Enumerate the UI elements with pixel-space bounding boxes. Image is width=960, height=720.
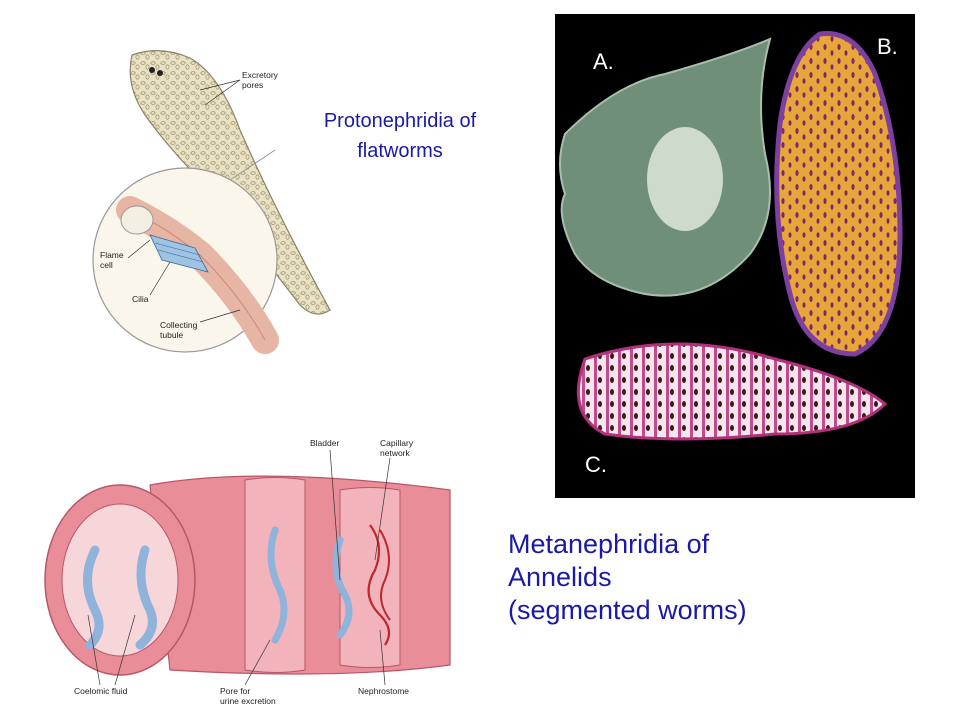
worm-segment <box>339 487 401 668</box>
flatworm-eyespot <box>157 70 163 76</box>
flame-cell-nucleus <box>120 205 154 235</box>
bladder-label: Bladder <box>310 438 339 448</box>
metanephridia-caption-line-2: Annelids <box>508 562 612 592</box>
collecting-tubule-label-2: tubule <box>160 330 183 340</box>
metanephridia-caption-line-1: Metanephridia of <box>508 529 710 559</box>
worm-a-pharynx <box>647 127 723 231</box>
flatworm-eyespot <box>149 67 155 73</box>
nephridium-tubule <box>83 545 104 650</box>
flatworm-diagram: Excretory pores Flame cell Cilia Collect… <box>92 50 331 354</box>
photo-letter-b: B. <box>877 34 898 59</box>
nephridium-tubule <box>332 536 353 639</box>
protonephridia-caption-line-1: Protonephridia of <box>323 110 477 132</box>
protonephridia-caption: Protonephridia of flatworms <box>290 106 510 166</box>
pore-label-2: urine excretion <box>220 696 276 706</box>
nephridium-tubule <box>135 545 157 650</box>
excretory-pores-label-2: pores <box>242 80 263 90</box>
collecting-tubule-label-1: Collecting <box>160 320 198 330</box>
flame-cell-label-1: Flame <box>100 250 124 260</box>
pore-label-1: Pore for <box>220 686 250 696</box>
photo-letter-c: C. <box>585 452 607 477</box>
capillary-network-label-2: network <box>380 448 411 458</box>
capillary-network-label-1: Capillary <box>380 438 414 448</box>
cilia-bundle <box>149 234 209 273</box>
excretory-pores-label-1: Excretory <box>242 70 279 80</box>
flatworm-photo: A. B. C. <box>555 14 915 498</box>
nephrostome-label: Nephrostome <box>358 686 409 696</box>
nephridium-tubule <box>267 526 288 644</box>
annelid-diagram: Bladder Capillary network Coelomic fluid… <box>44 438 451 706</box>
photo-letter-a: A. <box>593 49 614 74</box>
flame-cell-label-2: cell <box>100 260 113 270</box>
capillary-network <box>367 524 391 646</box>
protonephridia-caption-line-2: flatworms <box>357 140 443 162</box>
metanephridia-caption: Metanephridia of Annelids (segmented wor… <box>508 528 828 627</box>
worm-b <box>774 31 903 357</box>
worm-c <box>576 342 888 441</box>
coelomic-fluid-label: Coelomic fluid <box>74 686 128 696</box>
cilia-label: Cilia <box>132 294 149 304</box>
metanephridia-caption-line-3: (segmented worms) <box>508 595 747 625</box>
